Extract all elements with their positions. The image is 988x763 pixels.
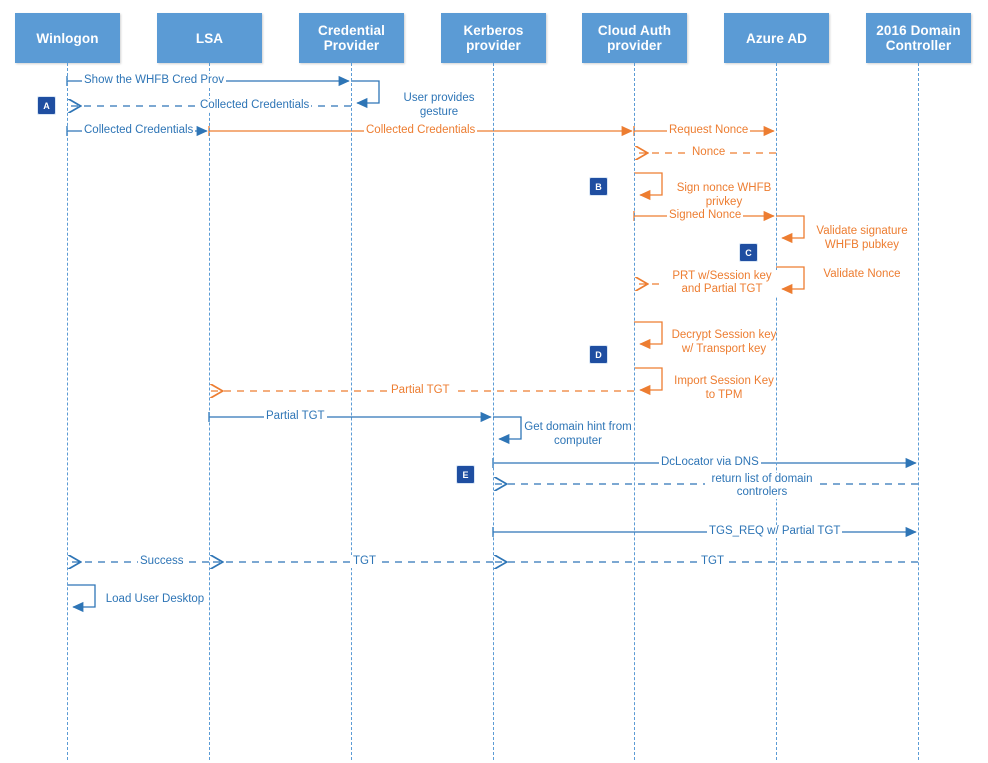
message-label-m1: Show the WHFB Cred Prov (82, 74, 226, 87)
message-label-m20: TGS_REQ w/ Partial TGT (707, 525, 843, 538)
step-marker-d[interactable]: D (589, 345, 608, 364)
message-label-m3: Collected Credentials (198, 99, 312, 112)
message-label-m13: Decrypt Session key w/ Transport key (671, 329, 777, 355)
message-label-m18: DcLocator via DNS (659, 456, 761, 469)
message-arrow-m24 (67, 584, 96, 613)
message-label-m15: Partial TGT (389, 384, 452, 397)
message-label-m2: User provides gesture (403, 92, 475, 118)
message-label-m24: Load User Desktop (105, 593, 205, 605)
message-label-m19: return list of domain controlers (705, 473, 819, 499)
lifeline-winlogon (67, 63, 68, 760)
lane-header-label: Azure AD (745, 30, 808, 46)
message-label-m14: Import Session Key to TPM (674, 375, 774, 401)
step-marker-b[interactable]: B (589, 177, 608, 196)
lane-header-cloudauth[interactable]: Cloud Auth provider (582, 13, 687, 63)
lane-header-label: Cloud Auth provider (597, 23, 672, 53)
lifeline-dc (918, 63, 919, 760)
message-arrow-m10 (776, 215, 805, 244)
message-label-m12: PRT w/Session key and Partial TGT (665, 270, 779, 296)
lane-header-azuread[interactable]: Azure AD (724, 13, 829, 63)
message-arrow-m17 (493, 416, 522, 445)
message-arrow-m2 (351, 80, 380, 109)
message-arrow-m11 (776, 266, 805, 295)
lane-header-dc[interactable]: 2016 Domain Controller (866, 13, 971, 63)
lifeline-credprov (351, 63, 352, 760)
message-arrow-m14 (634, 367, 663, 396)
message-label-m11: Validate Nonce (823, 268, 901, 280)
message-label-m6: Request Nonce (667, 124, 751, 137)
message-arrow-m16 (208, 411, 492, 423)
message-label-m21: TGT (699, 555, 726, 568)
message-label-m16: Partial TGT (264, 410, 327, 423)
step-marker-a[interactable]: A (37, 96, 56, 115)
message-label-m23: Success (138, 555, 186, 568)
lifeline-lsa (209, 63, 210, 760)
lifeline-kerberos (493, 63, 494, 760)
message-label-m5: Collected Credentials (364, 124, 478, 137)
lane-header-winlogon[interactable]: Winlogon (15, 13, 120, 63)
lane-header-label: 2016 Domain Controller (876, 23, 961, 53)
lane-header-lsa[interactable]: LSA (157, 13, 262, 63)
message-label-m10: Validate signature WHFB pubkey (816, 225, 908, 251)
lifeline-azuread (776, 63, 777, 760)
message-arrow-m8 (634, 172, 663, 201)
step-marker-e[interactable]: E (456, 465, 475, 484)
step-marker-c[interactable]: C (739, 243, 758, 262)
lane-header-label: Credential Provider (317, 23, 386, 53)
lane-header-label: Winlogon (36, 30, 99, 46)
lane-header-label: LSA (195, 30, 224, 46)
lane-header-credprov[interactable]: Credential Provider (299, 13, 404, 63)
message-label-m7: Nonce (690, 146, 728, 159)
message-arrow-m13 (634, 321, 663, 350)
message-label-m17: Get domain hint from computer (524, 421, 632, 447)
message-arrow-m20 (492, 526, 917, 538)
message-label-m9: Signed Nonce (667, 209, 744, 222)
lane-header-kerberos[interactable]: Kerberos provider (441, 13, 546, 63)
message-label-m22: TGT (351, 555, 378, 568)
message-label-m8: Sign nonce WHFB privkey (676, 182, 772, 208)
lane-header-label: Kerberos provider (463, 23, 524, 53)
message-label-m4: Collected Credentials (82, 124, 196, 137)
lifeline-cloudauth (634, 63, 635, 760)
